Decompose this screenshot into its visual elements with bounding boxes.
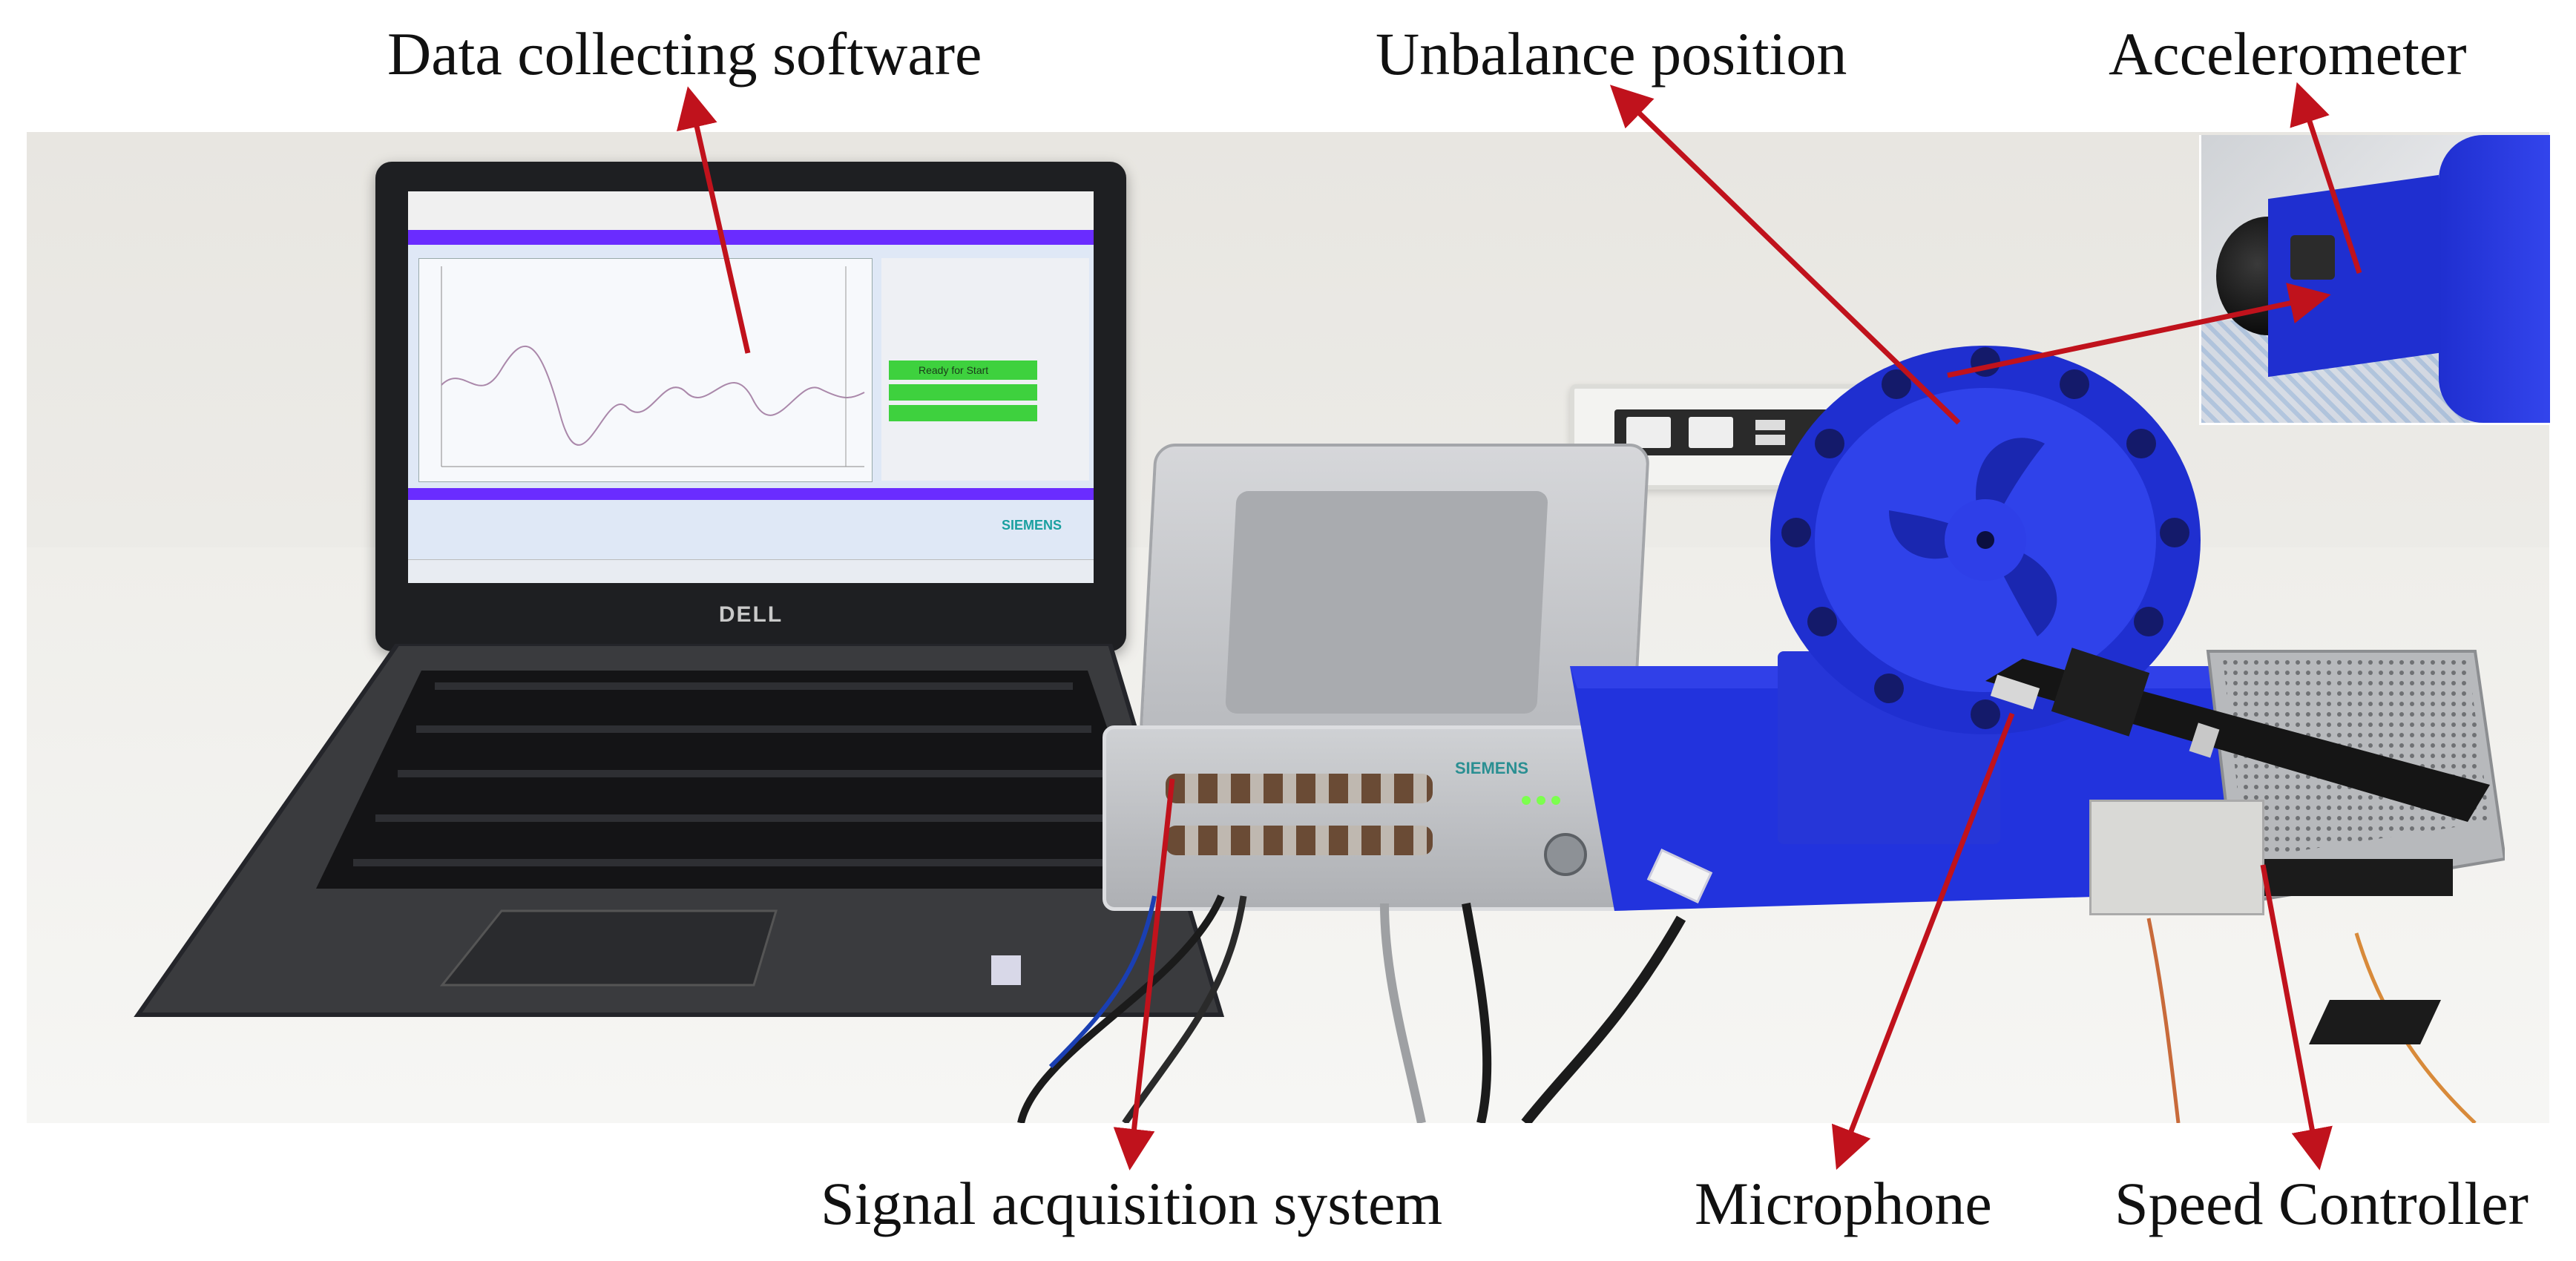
screen-status-green bbox=[889, 384, 1037, 401]
inset-fan-edge bbox=[2439, 135, 2550, 423]
daq-knob bbox=[1544, 833, 1587, 876]
label-accelerometer: Accelerometer bbox=[2109, 20, 2467, 88]
laptop-brand-logo: DELL bbox=[718, 602, 783, 627]
laptop-touchpad bbox=[439, 909, 778, 987]
daq-led bbox=[1522, 796, 1531, 805]
laptop-screen: Ready for Start SIEMENS bbox=[408, 191, 1094, 583]
screen-header-bar bbox=[408, 230, 1094, 245]
label-signal-acquisition-system: Signal acquisition system bbox=[821, 1170, 1443, 1237]
microphone bbox=[1985, 648, 2490, 822]
usb-port bbox=[1755, 435, 1785, 445]
keyboard-keys bbox=[353, 682, 1154, 866]
screen-waveform-plot bbox=[441, 266, 865, 467]
daq-connector-row bbox=[1166, 774, 1433, 803]
screen-status-green bbox=[889, 405, 1037, 421]
controller-board bbox=[2089, 800, 2264, 915]
screen-bottom-bar bbox=[408, 488, 1094, 500]
screen-right-panel: Ready for Start bbox=[881, 258, 1089, 481]
laptop-base bbox=[134, 644, 1225, 1017]
accelerometer-inset-photo bbox=[2199, 135, 2550, 425]
screen-taskbar bbox=[408, 559, 1094, 583]
floor-clamp bbox=[2309, 1000, 2441, 1044]
status-ready-text: Ready for Start bbox=[919, 364, 989, 376]
label-data-collecting-software: Data collecting software bbox=[387, 20, 982, 88]
laptop-lid: Ready for Start SIEMENS DELL bbox=[375, 162, 1126, 651]
inset-accelerometer-sensor bbox=[2290, 235, 2335, 280]
label-microphone: Microphone bbox=[1695, 1170, 1992, 1237]
daq-connector-row bbox=[1166, 826, 1433, 855]
label-speed-controller: Speed Controller bbox=[2115, 1170, 2529, 1237]
screen-plot-area bbox=[418, 258, 873, 482]
screen-status-green: Ready for Start bbox=[889, 360, 1037, 380]
label-unbalance-position: Unbalance position bbox=[1376, 20, 1847, 88]
screen-brand-mark: SIEMENS bbox=[1002, 518, 1062, 533]
daq-brand: SIEMENS bbox=[1455, 759, 1529, 777]
laptop-sticker bbox=[991, 955, 1021, 985]
experimental-setup-photo: Ready for Start SIEMENS DELL bbox=[27, 132, 2549, 1123]
